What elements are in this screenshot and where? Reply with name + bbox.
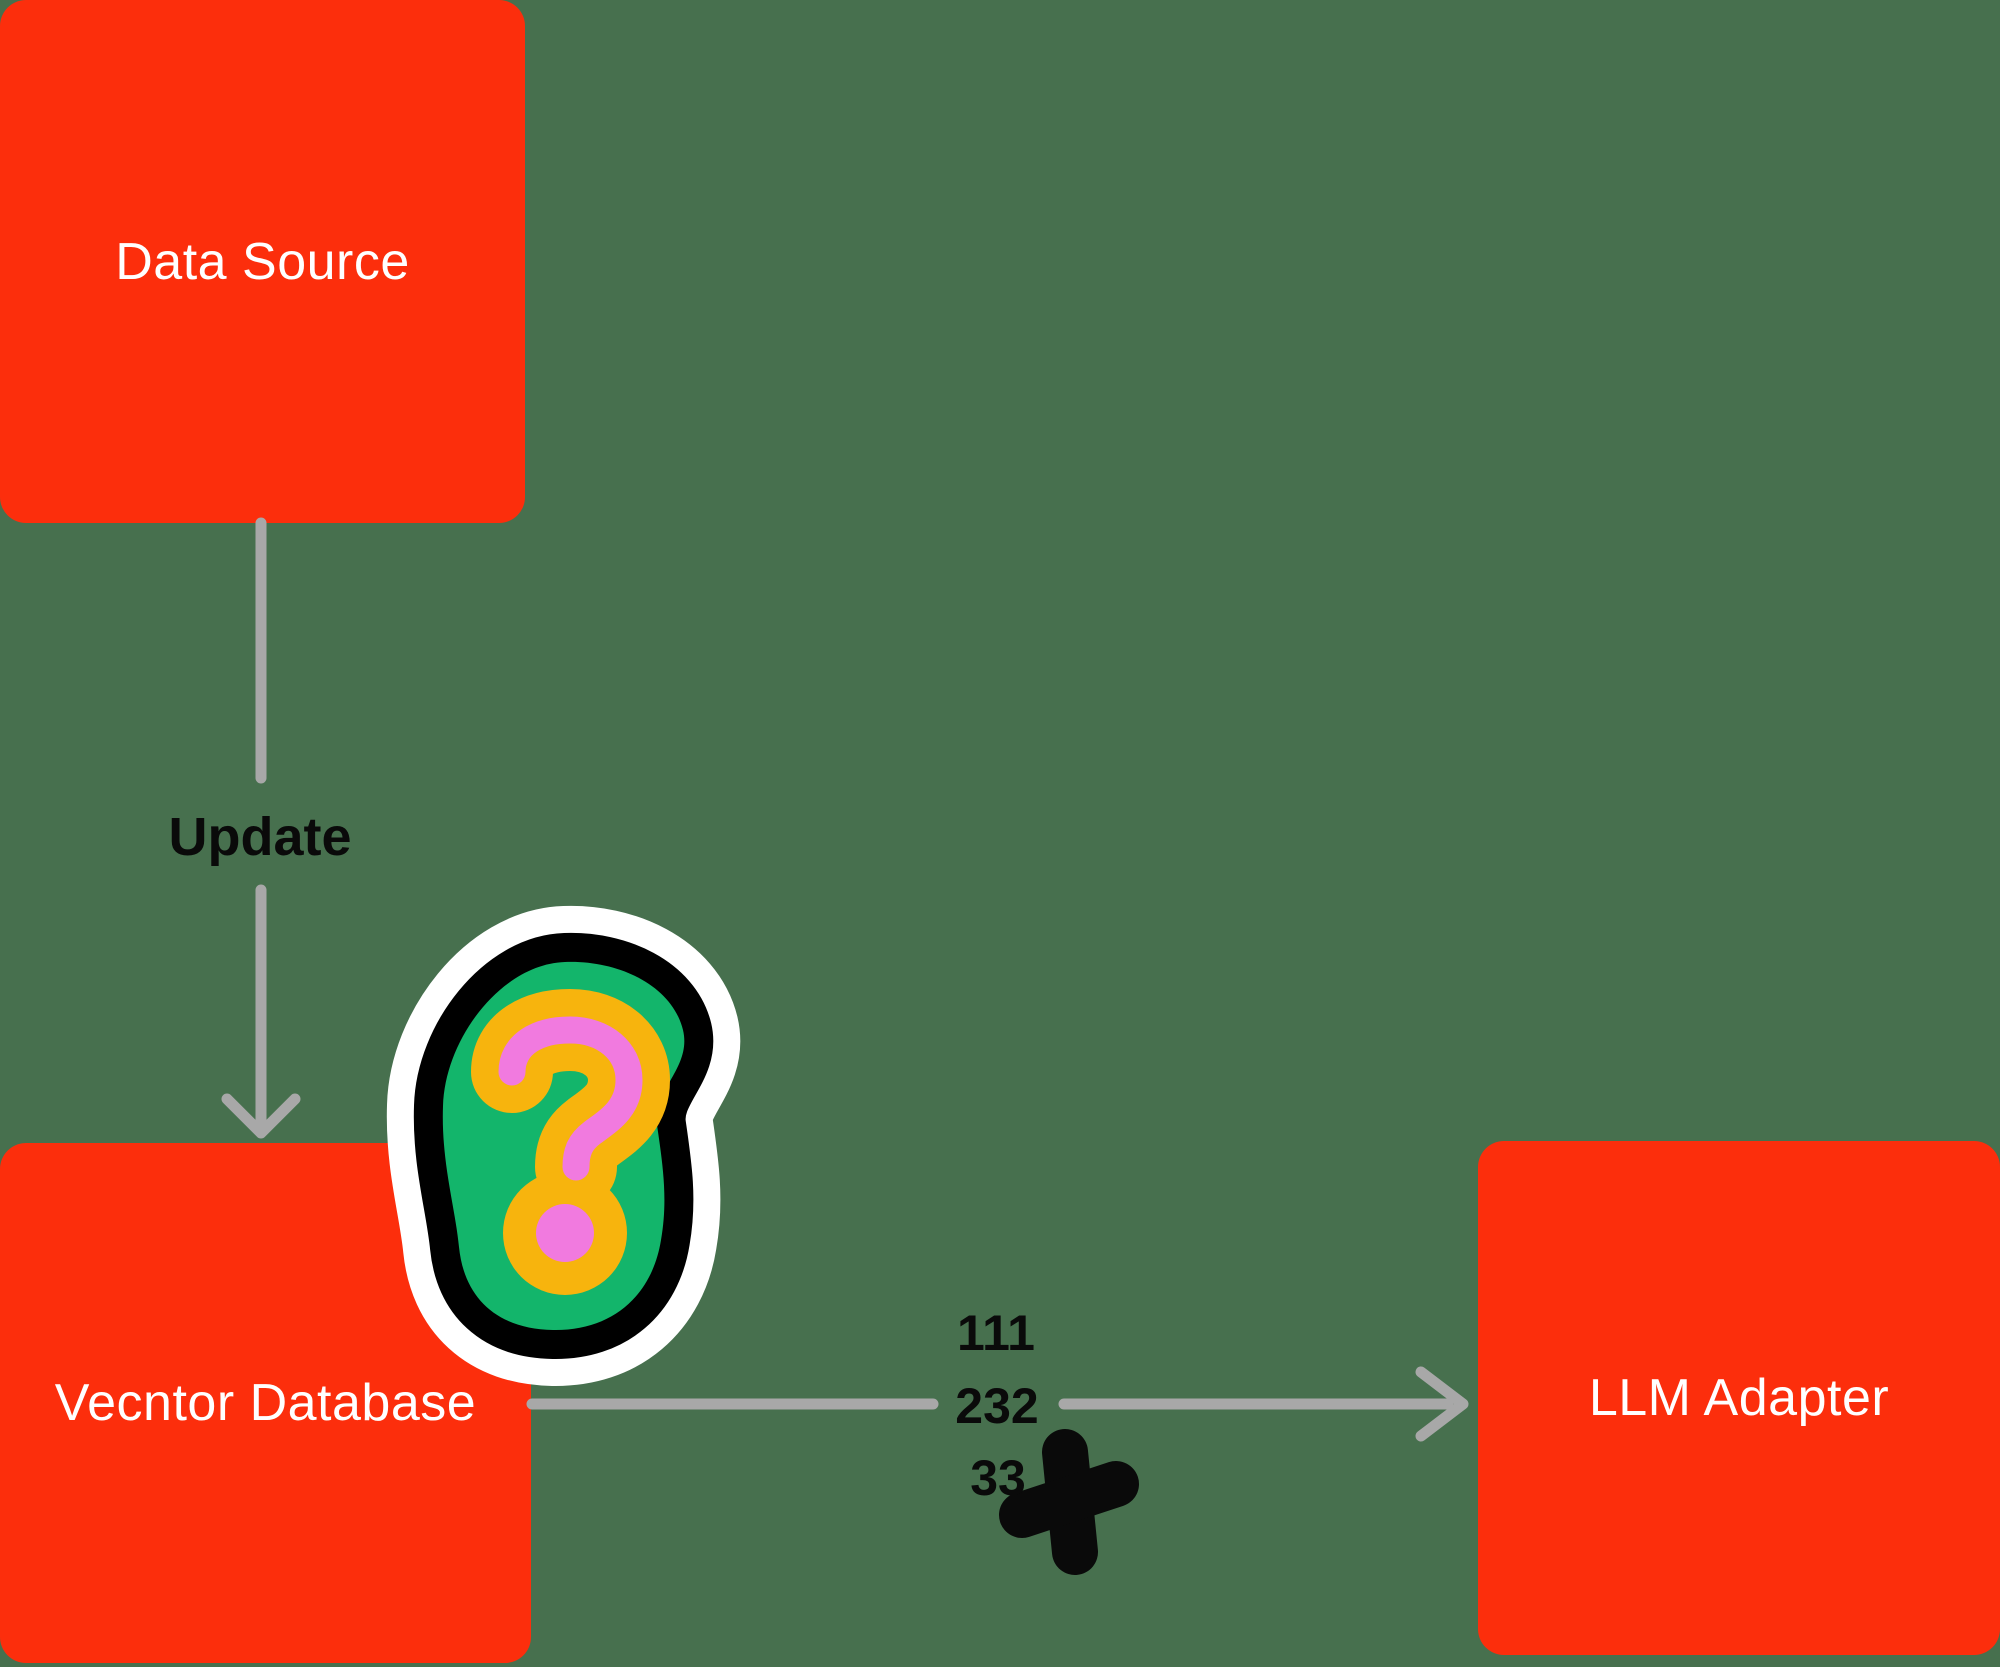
edge-label-33: 33 (970, 1450, 1026, 1506)
node-vector-database-label: Vecntor Database (54, 1374, 477, 1432)
x-cross-stroke-horizontal (999, 1461, 1139, 1538)
node-data-source-label: Data Source (115, 232, 410, 291)
x-cross-stroke-vertical (1042, 1429, 1098, 1575)
query-arrowhead-icon (1415, 1366, 1469, 1442)
question-mark-glyph (498, 1016, 643, 1181)
node-data-source[interactable]: Data Source (0, 0, 525, 523)
node-llm-adapter[interactable]: LLM Adapter (1478, 1141, 2000, 1655)
node-llm-adapter-label: LLM Adapter (1588, 1369, 1890, 1427)
node-vector-database[interactable]: Vecntor Database (0, 1143, 531, 1663)
sticker-yellow-halo (471, 989, 670, 1208)
edge-label-111: 111 (957, 1305, 1035, 1361)
update-arrowhead-icon (221, 1093, 301, 1139)
edge-label-232: 232 (955, 1378, 1039, 1434)
x-cross-doodle-icon[interactable] (999, 1429, 1139, 1575)
edge-label-update: Update (168, 807, 352, 867)
question-mark-glyph-dot (536, 1204, 594, 1262)
